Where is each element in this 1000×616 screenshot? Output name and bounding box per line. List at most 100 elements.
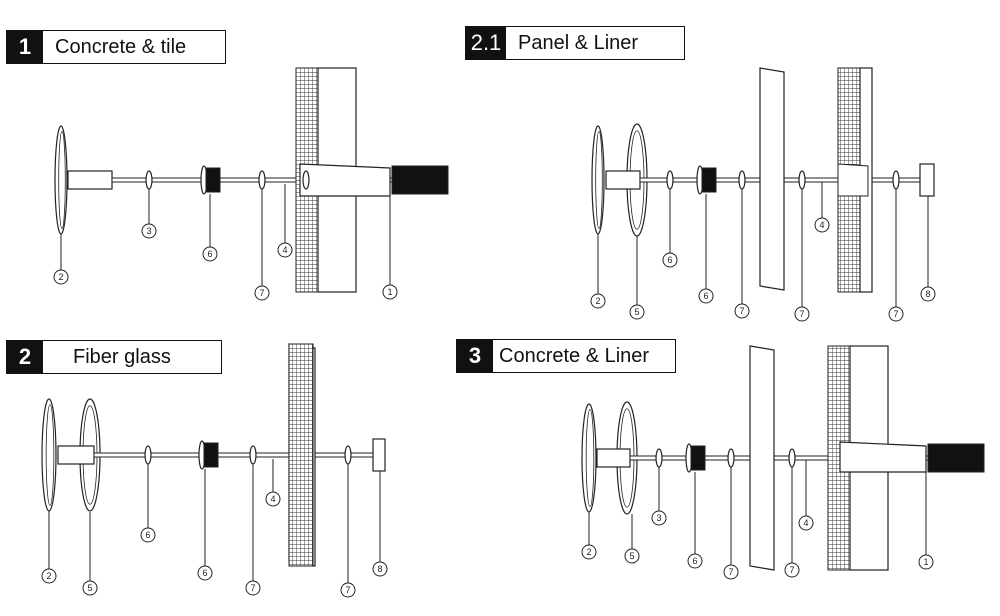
p1-washer-disc-inner: [58, 130, 66, 229]
callout-circle: [798, 515, 814, 531]
callout-circle: [629, 304, 645, 320]
callout-number: 6: [207, 249, 212, 259]
p21-panel-slab: [759, 67, 785, 291]
callout-circle: [734, 303, 750, 319]
callout-number: 1: [923, 557, 928, 567]
callout-circle: [41, 568, 57, 584]
callout-number: 7: [250, 583, 255, 593]
panel-1-label: Concrete & tile: [55, 35, 187, 58]
callout-number: 7: [345, 585, 350, 595]
panel-2-1-number: 2.1: [466, 27, 506, 59]
callout-circle: [372, 561, 388, 577]
p1-small-washer-3: [302, 170, 310, 190]
callout-circle: [197, 565, 213, 581]
p3-small-washer: [655, 448, 663, 468]
p2-end-nut: [372, 438, 386, 472]
panel-2-1-title: 2.1 Panel & Liner: [465, 26, 685, 60]
p1-anchor-body: [299, 163, 391, 197]
callout-number: 6: [202, 568, 207, 578]
callout-circle: [687, 553, 703, 569]
p2-small-washer-3: [344, 445, 352, 465]
p21-washer-disc-inner: [595, 130, 603, 229]
callout-circle: [254, 285, 270, 301]
callout-number: 7: [728, 567, 733, 577]
callout-circle: [340, 582, 356, 598]
panel-1-number: 1: [7, 31, 43, 63]
callout-number: 6: [692, 556, 697, 566]
p21-spring-nut: [701, 167, 717, 193]
p3-spring-nut: [690, 445, 706, 471]
p21-small-washer-4: [892, 170, 900, 190]
callout-circle: [590, 293, 606, 309]
callout-number: 7: [739, 306, 744, 316]
p1-anchor-end: [391, 165, 449, 195]
p2-washer-disc-inner: [45, 404, 55, 506]
panel-2-1-label: Panel & Liner: [518, 31, 639, 54]
callout-circle: [918, 554, 934, 570]
callout-number: 5: [629, 551, 634, 561]
panel-2-number: 2: [7, 341, 43, 373]
callout-number: 4: [803, 518, 808, 528]
threaded-rod: [639, 177, 931, 183]
callout-circle: [888, 306, 904, 322]
callout-number: 2: [595, 296, 600, 306]
callout-number: 7: [259, 288, 264, 298]
p3-anchor-end: [927, 443, 985, 473]
callout-number: 5: [87, 583, 92, 593]
p3-small-washer-2: [727, 448, 735, 468]
callout-circle: [698, 288, 714, 304]
collar-sleeve: [596, 448, 631, 468]
callout-circle: [53, 269, 69, 285]
callout-number: 7: [789, 565, 794, 575]
callout-number: 8: [925, 289, 930, 299]
p21-end-nut: [919, 163, 935, 197]
callout-number: 7: [893, 309, 898, 319]
p3-small-washer-3: [788, 448, 796, 468]
callout-circle: [202, 246, 218, 262]
p3-anchor-body: [839, 441, 927, 473]
callout-number: 3: [656, 513, 661, 523]
callout-circle: [920, 286, 936, 302]
callout-circle: [784, 562, 800, 578]
callout-circle: [624, 548, 640, 564]
p2-small-washer: [144, 445, 152, 465]
callout-number: 6: [145, 530, 150, 540]
p2-fiber-grid: [288, 343, 314, 567]
callout-circle: [814, 217, 830, 233]
panel-2-label: Fiber glass: [73, 345, 171, 368]
panel-1-title: 1 Concrete & tile: [6, 30, 226, 64]
panel-3-label: Concrete & Liner: [499, 344, 650, 367]
callout-number: 4: [282, 245, 287, 255]
callout-number: 1: [387, 287, 392, 297]
p3-washer-disc-inner: [585, 408, 595, 507]
callout-circle: [794, 306, 810, 322]
callout-circle: [651, 510, 667, 526]
callout-circle: [723, 564, 739, 580]
callout-circle: [277, 242, 293, 258]
callout-circle: [140, 527, 156, 543]
p1-spring-nut: [205, 167, 221, 193]
p21-small-washer-2: [738, 170, 746, 190]
callout-number: 6: [703, 291, 708, 301]
p21-small-washer-3: [798, 170, 806, 190]
callout-circle: [141, 223, 157, 239]
collar-sleeve: [67, 170, 113, 190]
panel-3-number: 3: [457, 340, 493, 372]
callout-number: 7: [799, 309, 804, 319]
panel-3-title: 3 Concrete & Liner: [456, 339, 676, 373]
callout-circle: [581, 544, 597, 560]
p1-small-washer: [145, 170, 153, 190]
callout-number: 5: [634, 307, 639, 317]
callout-number: 8: [377, 564, 382, 574]
threaded-rod: [93, 452, 381, 458]
p3-liner-panel: [749, 345, 775, 571]
callout-circle: [82, 580, 98, 596]
callout-number: 6: [667, 255, 672, 265]
p2-spring-nut: [203, 442, 219, 468]
callout-number: 3: [146, 226, 151, 236]
p1-small-washer-2: [258, 170, 266, 190]
callout-number: 2: [46, 571, 51, 581]
collar-sleeve: [57, 445, 95, 465]
panel-2-title: 2 Fiber glass: [6, 340, 222, 374]
